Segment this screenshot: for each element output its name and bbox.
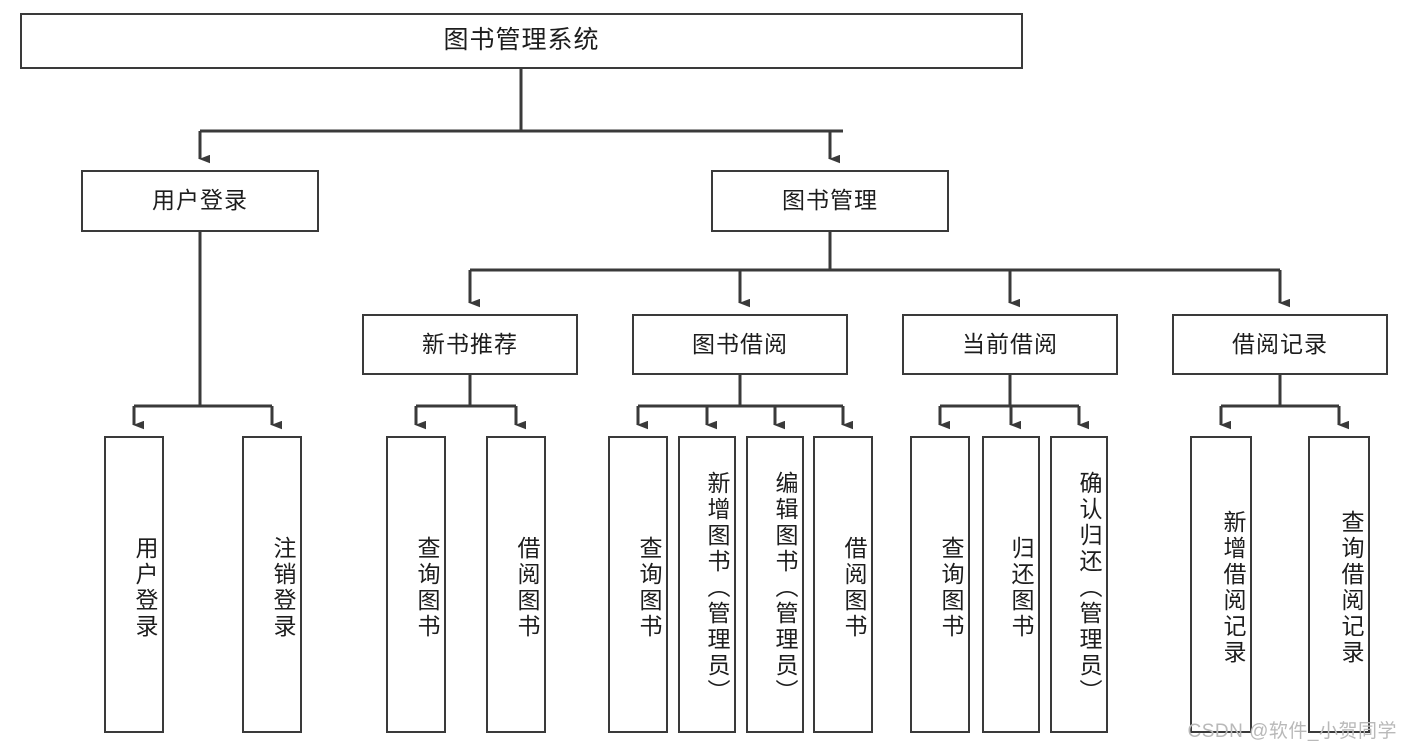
node-book-manage[interactable]: 图书管理	[711, 170, 949, 232]
node-label: 借阅图书	[514, 535, 540, 640]
node-leaf-add-book[interactable]: 新增图书（管理员）	[678, 436, 736, 733]
node-label: 查询图书	[636, 535, 662, 640]
node-label: 查询借阅记录	[1338, 509, 1364, 666]
node-label: 新增借阅记录	[1220, 509, 1246, 666]
node-label: 图书管理	[782, 187, 878, 214]
node-borrow-record[interactable]: 借阅记录	[1172, 314, 1388, 375]
node-leaf-confirm-return[interactable]: 确认归还（管理员）	[1050, 436, 1108, 733]
node-label: 图书管理系统	[443, 26, 600, 55]
node-label: 归还图书	[1008, 535, 1034, 640]
node-label: 注销登录	[270, 535, 296, 640]
node-label: 新书推荐	[422, 330, 518, 357]
node-root-system[interactable]: 图书管理系统	[20, 13, 1023, 69]
node-label: 借阅记录	[1232, 330, 1328, 357]
node-leaf-edit-book[interactable]: 编辑图书（管理员）	[746, 436, 804, 733]
node-user-login[interactable]: 用户登录	[81, 170, 319, 232]
node-leaf-return-book[interactable]: 归还图书	[982, 436, 1040, 733]
node-label: 图书借阅	[692, 330, 788, 357]
node-label: 查询图书	[938, 535, 964, 640]
node-label: 用户登录	[152, 187, 248, 214]
node-book-borrow[interactable]: 图书借阅	[632, 314, 848, 375]
node-leaf-user-login[interactable]: 用户登录	[104, 436, 164, 733]
node-current-borrow[interactable]: 当前借阅	[902, 314, 1118, 375]
node-leaf-query-book-recommend[interactable]: 查询图书	[386, 436, 446, 733]
node-leaf-borrow-book[interactable]: 借阅图书	[813, 436, 873, 733]
watermark-text: CSDN @软件_小贺同学	[1187, 721, 1397, 742]
node-label: 编辑图书（管理员）	[772, 470, 798, 705]
node-leaf-query-borrow-record[interactable]: 查询借阅记录	[1308, 436, 1370, 733]
node-new-book-recommend[interactable]: 新书推荐	[362, 314, 578, 375]
node-leaf-logout[interactable]: 注销登录	[242, 436, 302, 733]
node-label: 用户登录	[132, 535, 158, 640]
node-label: 当前借阅	[962, 330, 1058, 357]
node-leaf-borrow-book-recommend[interactable]: 借阅图书	[486, 436, 546, 733]
node-leaf-query-book[interactable]: 查询图书	[608, 436, 668, 733]
node-label: 借阅图书	[841, 535, 867, 640]
node-label: 新增图书（管理员）	[704, 470, 730, 705]
node-label: 查询图书	[414, 535, 440, 640]
node-leaf-add-borrow-record[interactable]: 新增借阅记录	[1190, 436, 1252, 733]
node-label: 确认归还（管理员）	[1076, 470, 1102, 705]
node-leaf-query-book-current[interactable]: 查询图书	[910, 436, 970, 733]
